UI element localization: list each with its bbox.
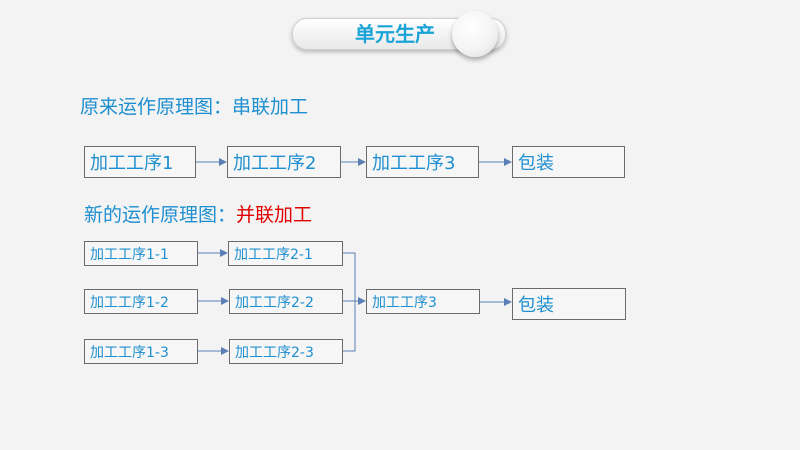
parallel-stage1-box-1: 加工工序1-1 [84,241,198,266]
title-knob-decoration [452,11,498,57]
parallel-packaging-box: 包装 [512,288,626,320]
parallel-stage2-box-1: 加工工序2-1 [228,241,343,266]
merge-bracket [343,252,356,352]
parallel-stage2-box-2: 加工工序2-2 [229,289,343,314]
serial-step-2: 加工工序2 [227,146,341,178]
serial-step-1: 加工工序1 [84,146,196,178]
parallel-heading: 新的运作原理图：并联加工 [84,200,312,227]
parallel-heading-accent: 并联加工 [236,204,313,226]
serial-heading: 原来运作原理图：串联加工 [80,92,308,119]
serial-step-3: 加工工序3 [366,146,479,178]
parallel-stage3-box: 加工工序3 [366,289,480,314]
parallel-heading-text: 新的运作原理图： [84,204,237,226]
serial-step-packaging: 包装 [512,146,625,178]
parallel-stage1-box-3: 加工工序1-3 [84,339,198,364]
parallel-stage1-box-2: 加工工序1-2 [84,289,198,314]
page-title: 单元生产 [355,22,435,46]
parallel-stage2-box-3: 加工工序2-3 [229,339,343,364]
serial-heading-text: 原来运作原理图： [80,96,233,118]
serial-heading-accent: 串联加工 [232,96,309,118]
